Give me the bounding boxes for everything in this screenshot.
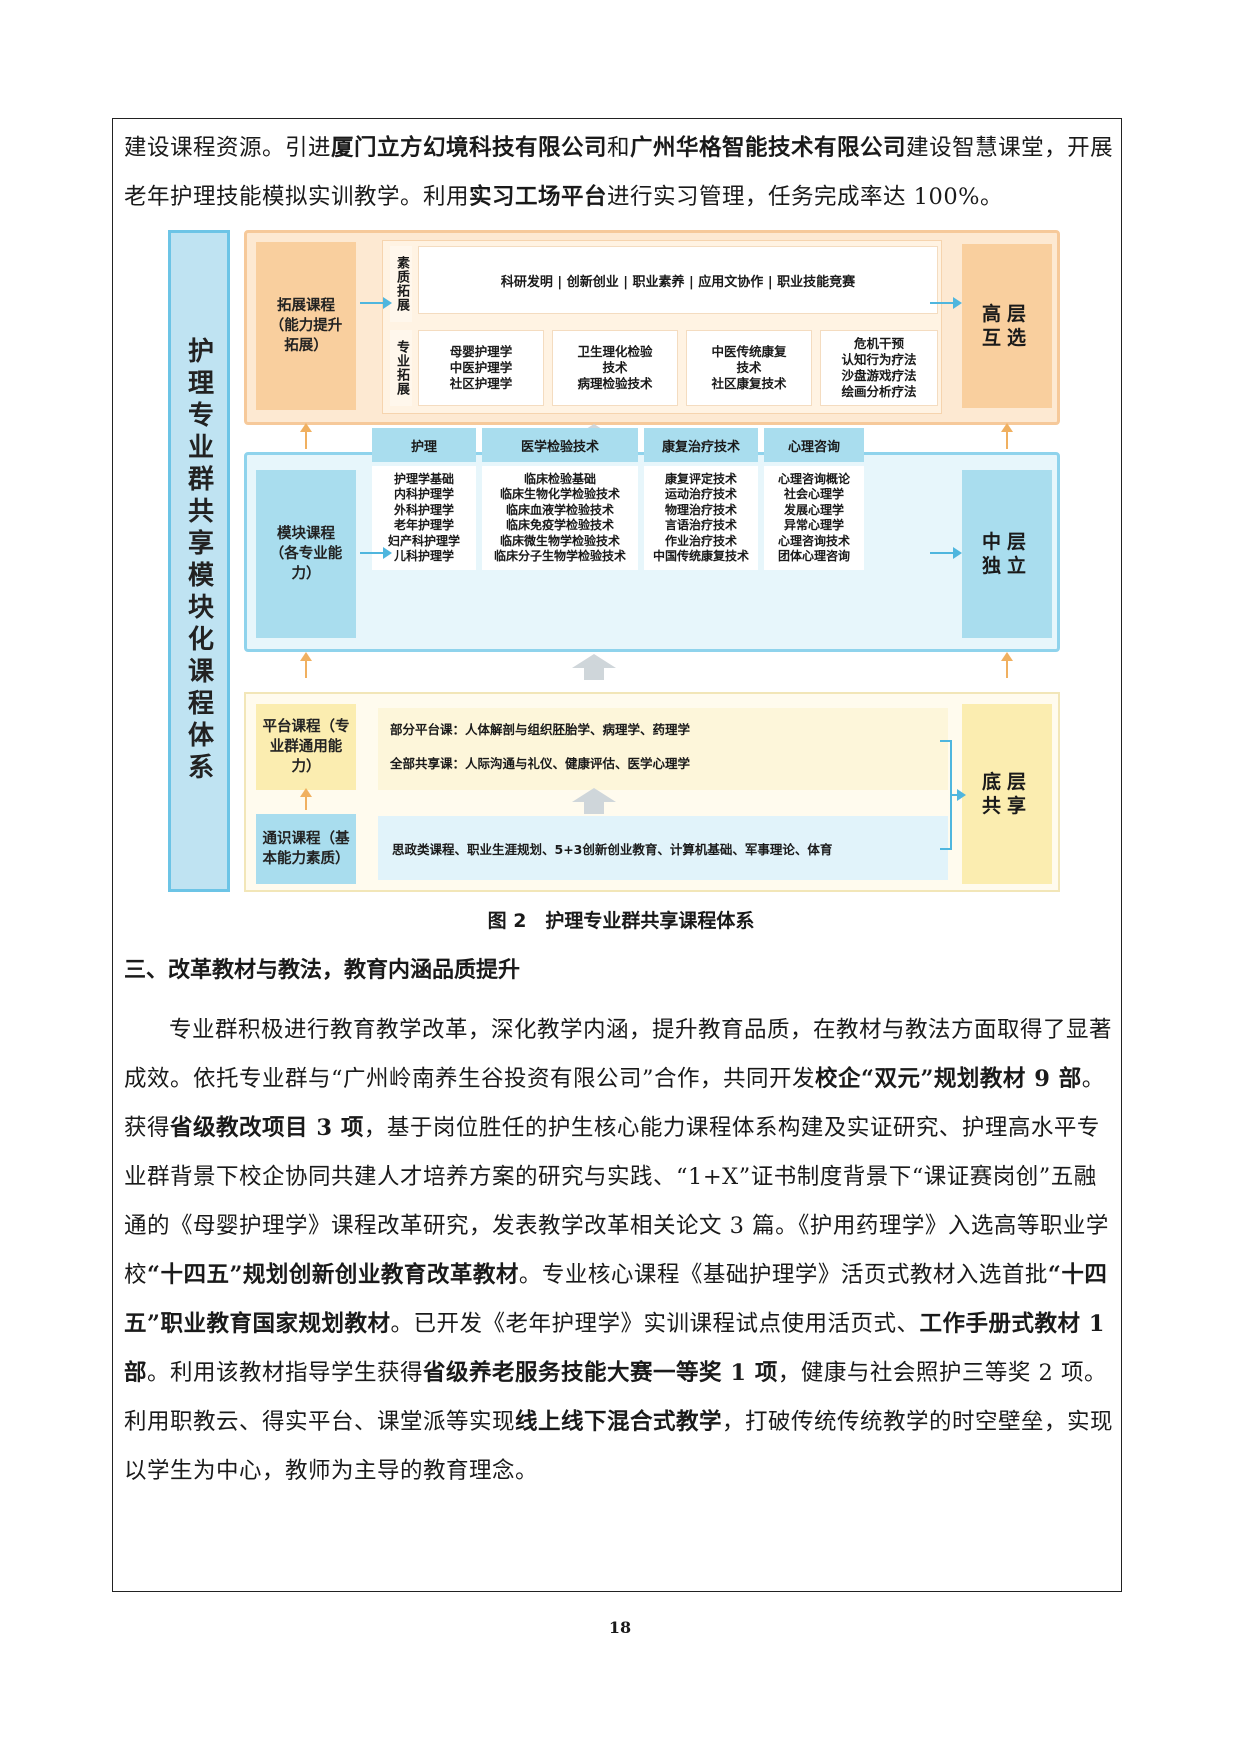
arrow-up-icon	[300, 652, 312, 678]
body-paragraph: 专业群积极进行教育教学改革，深化教学内涵，提升教育品质，在教材与教法方面取得了显…	[124, 1017, 1114, 1484]
module-header-nursing: 护理	[372, 428, 476, 462]
platform-course-area	[378, 708, 948, 790]
curriculum-figure: 护理专业群共享模块化课程体系 拓展课程（能力提升拓展） 素质拓展 专业拓展 科研…	[160, 226, 1060, 894]
shared-platform-courses: 全部共享课：人际沟通与礼仪、健康评估、医学心理学	[390, 755, 691, 771]
arrow-up-icon	[1001, 423, 1013, 449]
figure-sidebar-title: 护理专业群共享模块化课程体系	[168, 230, 230, 892]
page-number: 18	[608, 1618, 632, 1637]
arrow-up-icon	[300, 788, 312, 810]
arrow-right-icon	[950, 789, 966, 801]
professional-extension-tag: 专业拓展	[390, 330, 412, 406]
bracket-line	[940, 740, 950, 742]
general-courses: 思政类课程、职业生涯规划、5+3创新创业教育、计算机基础、军事理论、体育	[378, 816, 948, 880]
extension-course-label: 拓展课程（能力提升拓展）	[256, 242, 356, 410]
big-up-arrow-stem	[584, 802, 604, 814]
extension-cell: 危机干预 认知行为疗法 沙盘游戏疗法 绘画分析疗法	[820, 330, 938, 406]
module-cell: 心理咨询概论 社会心理学 发展心理学 异常心理学 心理咨询技术 团体心理咨询	[764, 466, 864, 570]
intro-paragraph: 建设课程资源。引进厦门立方幻境科技有限公司和广州华格智能技术有限公司建设智慧课堂…	[124, 135, 1114, 210]
module-course-label: 模块课程（各专业能力）	[256, 470, 356, 638]
big-up-arrow-icon	[572, 654, 616, 668]
arrow-right-icon	[930, 547, 962, 559]
partial-platform-courses: 部分平台课：人体解剖与组织胚胎学、病理学、药理学	[390, 721, 691, 737]
quality-extension-items: 科研发明 | 创新创业 | 职业素养 | 应用文协作 | 职业技能竞赛	[418, 246, 938, 314]
extension-cell: 中医传统康复 技术 社区康复技术	[686, 330, 812, 406]
module-header-psych: 心理咨询	[764, 428, 864, 462]
arrow-right-icon	[360, 297, 392, 309]
bottom-tier-label: 底层共享	[962, 704, 1052, 884]
big-up-arrow-icon	[572, 788, 616, 802]
content-frame	[112, 118, 1122, 1592]
arrow-right-icon	[930, 297, 962, 309]
module-header-lab: 医学检验技术	[482, 428, 638, 462]
quality-extension-tag: 素质拓展	[390, 246, 412, 322]
extension-cell: 母婴护理学 中医护理学 社区护理学	[418, 330, 544, 406]
module-header-rehab: 康复治疗技术	[644, 428, 758, 462]
extension-cell: 卫生理化检验 技术 病理检验技术	[552, 330, 678, 406]
bracket-line	[940, 848, 950, 850]
figure-caption: 图 2 护理专业群共享课程体系	[487, 910, 755, 932]
big-up-arrow-stem	[584, 668, 604, 680]
top-tier-label: 高层互选	[962, 244, 1052, 408]
middle-tier-label: 中层独立	[962, 470, 1052, 638]
module-cell: 康复评定技术 运动治疗技术 物理治疗技术 言语治疗技术 作业治疗技术 中国传统康…	[644, 466, 758, 570]
arrow-up-icon	[1001, 652, 1013, 678]
section-heading: 三、改革教材与教法，教育内涵品质提升	[124, 958, 521, 983]
arrow-up-icon	[300, 423, 312, 449]
module-cell: 临床检验基础 临床生物化学检验技术 临床血液学检验技术 临床免疫学检验技术 临床…	[482, 466, 638, 570]
platform-course-label: 平台课程（专业群通用能力）	[256, 704, 356, 790]
general-course-label: 通识课程（基本能力素质）	[256, 814, 356, 884]
arrow-right-icon	[360, 547, 392, 559]
